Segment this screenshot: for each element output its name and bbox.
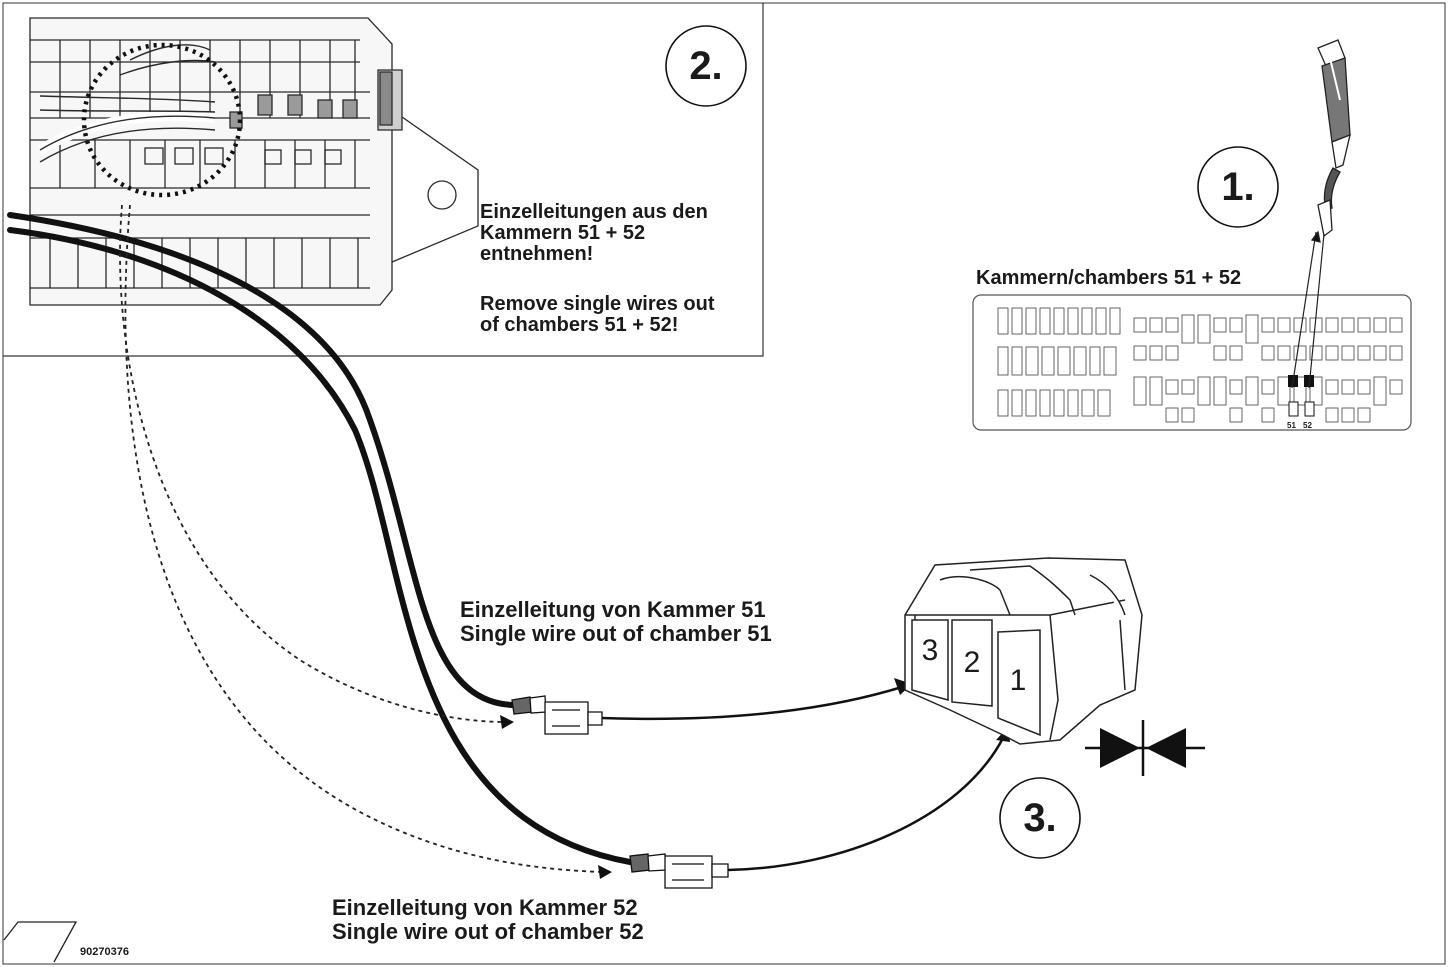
part-number: 90270376	[80, 946, 129, 958]
pin-removal-tool	[1291, 39, 1351, 389]
inset-frame	[3, 3, 764, 357]
wire-terminal-52	[629, 853, 729, 889]
instruction-de-line-3: entnehmen!	[480, 243, 594, 265]
chamber-panel	[972, 294, 1412, 431]
wire-terminal-51	[511, 695, 603, 735]
instruction-german: Einzelleitungen aus den Kammern 51 + 52 …	[480, 202, 708, 265]
connector-pin-2: 2	[963, 646, 981, 679]
chamber-51-label: 51	[1287, 421, 1296, 430]
step-1-circle	[1197, 146, 1279, 228]
instruction-english: Remove single wires out of chambers 51 +…	[480, 294, 715, 336]
wire-51-english: Single wire out of chamber 51	[460, 621, 772, 646]
harness-wires	[7, 212, 633, 865]
wire-52-english: Single wire out of chamber 52	[332, 919, 644, 944]
connector-pin-1: 1	[1009, 664, 1027, 697]
step-3-label: 3.	[1023, 796, 1057, 840]
dotted-routing-lines	[119, 204, 604, 873]
instruction-de-line-1: Einzelleitungen aus den	[480, 201, 708, 223]
wire-52-german: Einzelleitung von Kammer 52	[332, 895, 638, 920]
step-3-circle	[999, 777, 1081, 859]
highlight-circle	[81, 42, 243, 198]
step-1-label: 1.	[1221, 165, 1255, 209]
connector-pin-3: 3	[921, 634, 939, 667]
insertion-arrows	[601, 685, 1005, 872]
fuse-box-illustration	[29, 17, 479, 306]
wire-51-german: Einzelleitung von Kammer 51	[460, 597, 766, 622]
instruction-en-line-1: Remove single wires out	[480, 293, 715, 315]
instruction-de-line-2: Kammern 51 + 52	[480, 222, 646, 244]
instruction-en-line-2: of chambers 51 + 52!	[480, 314, 679, 336]
step-2-label: 2.	[689, 44, 723, 88]
chamber-52-label: 52	[1303, 421, 1312, 430]
wire-52-caption: Einzelleitung von Kammer 52 Single wire …	[332, 896, 644, 944]
part-number-flag	[3, 921, 78, 963]
dotted-arrowheads	[500, 715, 612, 879]
connector-housing	[904, 557, 1143, 745]
crimp-symbol	[1085, 720, 1205, 776]
wire-51-caption: Einzelleitung von Kammer 51 Single wire …	[460, 598, 772, 646]
chambers-title: Kammern/chambers 51 + 52	[976, 267, 1242, 289]
step-2-circle	[665, 25, 747, 107]
